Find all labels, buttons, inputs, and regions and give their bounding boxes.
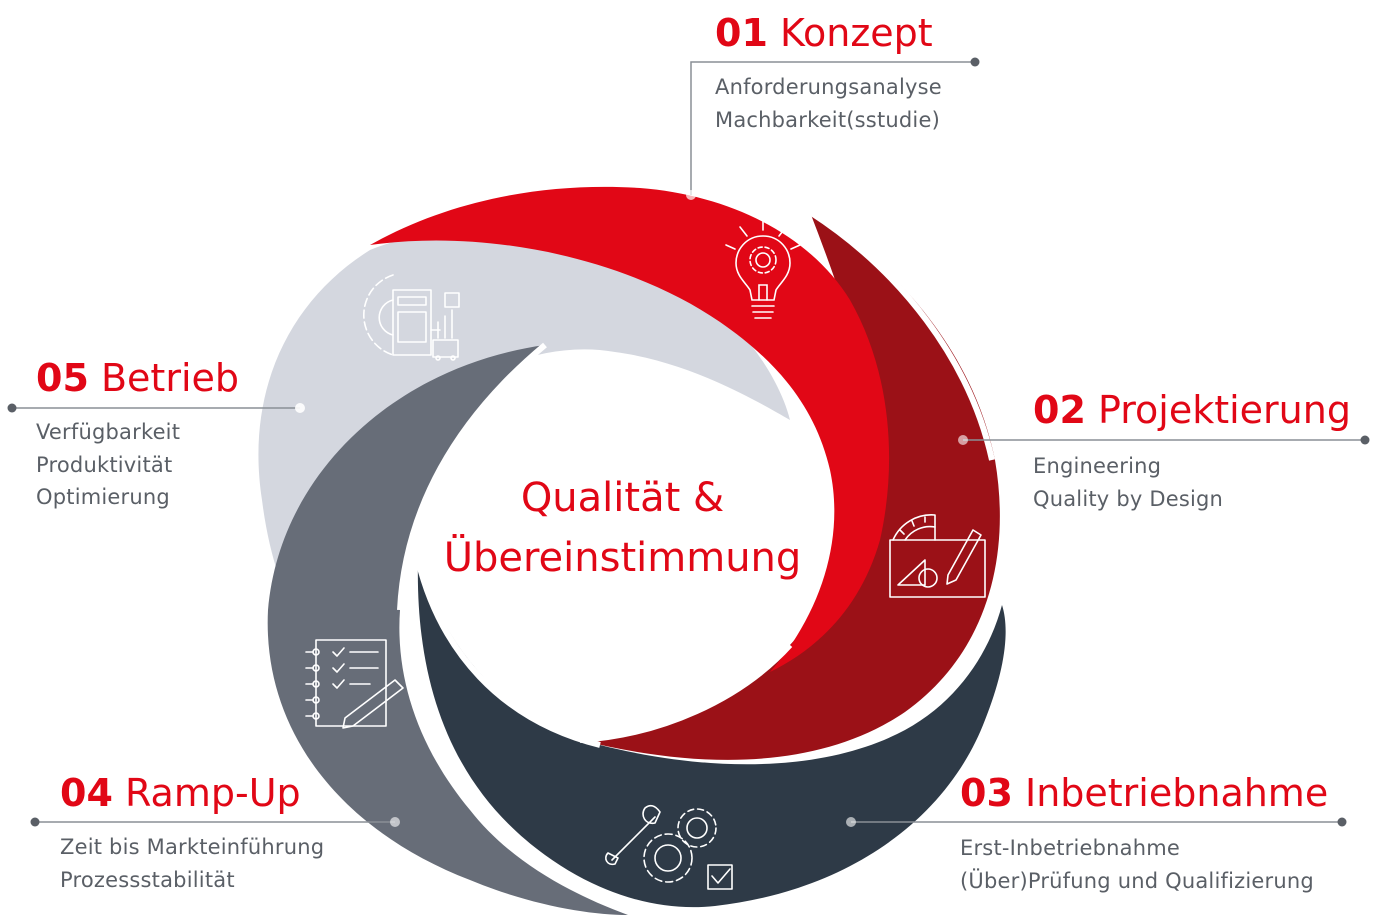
phase-number: 01 <box>715 11 768 55</box>
phase-title-projektierung: 02 Projektierung <box>1033 388 1351 432</box>
phase-number: 03 <box>960 771 1013 815</box>
checklist-pen-icon <box>305 639 404 729</box>
phase-items-inbetriebnahme: Erst-Inbetriebnahme (Über)Prüfung und Qu… <box>960 832 1314 897</box>
phase-item: (Über)Prüfung und Qualifizierung <box>960 868 1314 893</box>
segment-divider <box>579 642 793 743</box>
phase-number: 04 <box>60 771 113 815</box>
phase-item: Machbarkeit(sstudie) <box>715 107 940 132</box>
phase-name: Projektierung <box>1097 388 1351 432</box>
leader-inbetriebnahme <box>846 817 1347 827</box>
phase-title-konzept: 01 Konzept <box>715 11 933 55</box>
phase-item: Anforderungsanalyse <box>715 75 942 99</box>
phase-number: 05 <box>36 356 89 400</box>
phase-item: Verfügbarkeit <box>36 420 181 444</box>
segment-divider <box>397 342 547 611</box>
phase-items-konzept: Anforderungsanalyse Machbarkeit(sstudie) <box>715 71 942 136</box>
segment-divider <box>415 559 601 748</box>
drafting-tools-icon <box>889 514 986 598</box>
segment-konzept <box>370 186 890 672</box>
center-line-1: Qualität & <box>520 475 725 521</box>
phase-item: Produktivität <box>36 452 173 477</box>
phase-items-projektierung: Engineering Quality by Design <box>1033 450 1223 515</box>
gears-wrench-checkbox-icon <box>605 804 733 890</box>
phase-name: Betrieb <box>100 356 240 400</box>
phase-title-betrieb: 05 Betrieb <box>36 356 239 400</box>
phase-item: Prozessstabilität <box>60 867 235 892</box>
phase-name: Konzept <box>779 11 933 55</box>
leader-projektierung <box>958 435 1370 445</box>
phase-item: Optimierung <box>36 485 170 509</box>
lightbulb-gear-icon <box>725 217 801 319</box>
phase-name: Inbetriebnahme <box>1024 771 1329 815</box>
phase-title-rampup: 04 Ramp-Up <box>60 771 301 815</box>
leader-rampup <box>30 817 400 827</box>
phase-item: Engineering <box>1033 454 1162 478</box>
phase-items-betrieb: Verfügbarkeit Produktivität Optimierung <box>36 416 180 514</box>
phase-title-inbetriebnahme: 03 Inbetriebnahme <box>960 771 1328 815</box>
center-line-2: Übereinstimmung <box>443 535 802 581</box>
leader-betrieb <box>7 403 305 413</box>
segment-divider <box>808 209 995 461</box>
segment-projektierung <box>580 212 1000 760</box>
segment-rampup <box>267 345 628 915</box>
phase-number: 02 <box>1033 388 1086 432</box>
center-label: Qualität & Übereinstimmung <box>420 468 825 588</box>
phase-item: Quality by Design <box>1033 486 1224 511</box>
leader-konzept <box>686 57 980 200</box>
phase-item: Zeit bis Markteinführung <box>60 835 325 859</box>
phase-name: Ramp-Up <box>124 771 301 815</box>
gear-machine-chart-icon <box>363 274 460 361</box>
phase-item: Erst-Inbetriebnahme <box>960 836 1181 860</box>
phase-items-rampup: Zeit bis Markteinführung Prozessstabilit… <box>60 831 324 896</box>
segment-betrieb <box>258 228 790 690</box>
segment-inbetriebnahme <box>417 560 1006 908</box>
